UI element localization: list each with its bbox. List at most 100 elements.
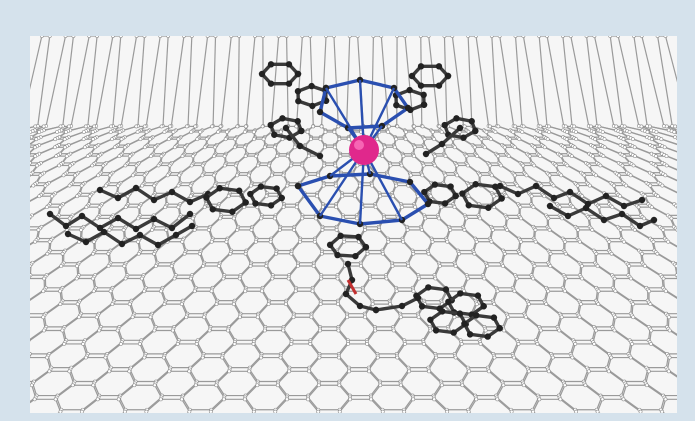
graphene-atom [597,205,602,210]
graphene-atom [108,289,113,294]
graphene-atom [439,205,444,210]
graphene-atom [232,342,237,346]
graphene-atom [569,154,574,159]
graphene-atom [289,251,294,256]
graphene-atom [433,154,437,159]
graphene-atom [514,276,519,281]
graphene-atom [274,251,278,256]
graphene-atom [595,264,600,268]
graphene-atom [401,154,406,159]
graphene-atom [225,130,229,134]
graphene-bond [251,411,255,413]
graphene-atom [651,173,656,178]
graphene-atom [519,239,523,244]
graphene-atom [113,145,117,150]
graphene-bond [593,36,615,127]
graphene-atom [176,137,181,142]
graphene-atom [519,216,523,221]
graphene-atom [627,264,632,268]
graphene-atom [624,183,628,188]
graphene-atom [152,183,157,188]
graphene-atom [527,154,532,159]
graphene-atom [249,183,253,188]
graphene-atom [268,239,273,244]
graphene-atom [64,154,69,159]
graphene-atom [269,173,274,178]
graphene-atom [315,194,319,199]
graphene-atom [319,124,324,129]
graphene-atom [430,239,435,244]
graphene-atom [142,289,147,294]
graphene-atom [563,289,567,294]
graphene-atom [47,239,52,244]
graphene-atom [559,315,564,320]
graphene-bond [467,36,473,127]
graphene-bond [666,155,677,162]
graphene-atom [281,205,286,210]
graphene-atom [180,239,185,244]
graphene-atom [45,251,50,256]
graphene-atom [322,163,327,168]
graphene-atom [630,342,634,346]
graphene-atom [521,163,525,168]
graphene-atom [316,173,321,178]
graphene-atom [267,163,271,168]
graphene-atom [579,264,584,268]
graphene-atom [50,194,54,199]
graphene-atom [184,315,189,320]
graphene-atom [223,137,228,142]
graphene-atom [191,154,195,159]
graphene-atom [108,130,113,134]
graphene-atom [557,328,562,333]
graphene-atom [672,130,677,134]
graphene-atom [499,163,503,168]
graphene-atom [377,228,382,232]
graphene-atom [649,137,654,142]
graphene-atom [631,315,636,320]
graphene-atom [675,228,677,232]
graphene-atom [229,36,234,38]
graphene-bond [122,411,126,413]
graphene-atom [262,328,267,333]
graphene-atom [632,145,637,150]
graphene-atom [518,205,523,210]
graphene-atom [545,137,550,142]
graphene-atom [212,173,216,178]
graphene-atom [548,251,553,256]
graphene-bond [186,411,190,413]
graphene-bond [195,36,209,127]
graphene-atom [346,342,351,346]
graphene-atom [135,130,140,134]
graphene-atom [212,154,216,159]
graphene-atom [437,264,442,268]
graphene-atom [363,228,367,232]
graphene-atom [551,183,556,188]
graphene-atom [77,315,81,320]
graphene-atom [587,183,592,188]
graphene-atom [272,216,277,221]
graphene-atom [285,183,290,188]
graphene-atom [278,130,283,134]
graphene-atom [408,173,413,178]
graphene-bond [546,36,565,127]
graphene-atom [342,239,347,244]
graphene-atom [33,239,37,244]
graphene-atom [284,302,288,307]
graphene-atom [284,36,289,38]
graphene-atom [421,163,426,168]
graphene-bond [220,36,232,127]
graphene-atom [313,216,318,221]
graphene-atom [254,154,259,159]
graphene-atom [506,315,510,320]
graphene-atom [251,342,256,346]
graphene-atom [577,315,582,320]
graphene-atom [612,328,617,333]
graphene-atom [501,264,505,268]
graphene-atom [478,342,483,346]
graphene-atom [442,36,447,38]
graphene-atom [428,194,433,199]
graphene-atom [596,302,601,307]
graphene-atom [452,315,457,320]
graphene-atom [91,289,96,294]
graphene-atom [662,145,667,150]
